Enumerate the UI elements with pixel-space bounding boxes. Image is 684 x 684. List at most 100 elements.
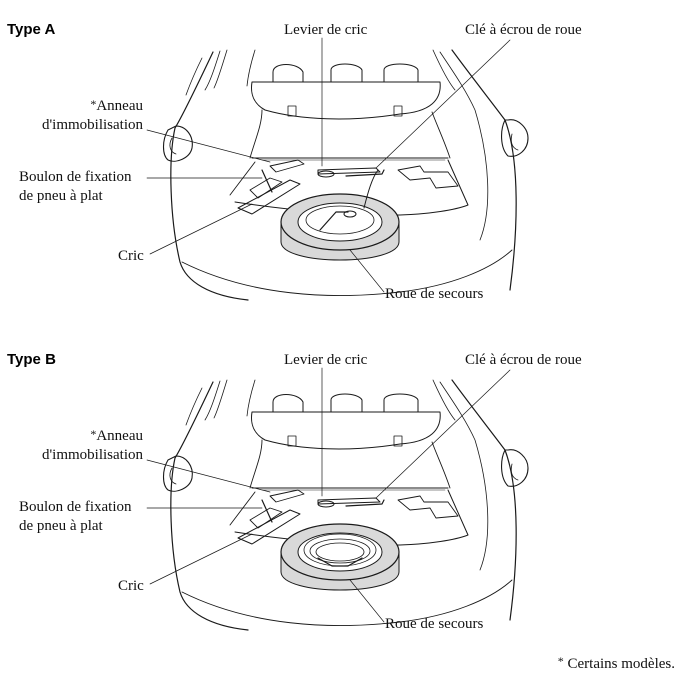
footnote-asterisk: * — [557, 654, 564, 668]
tail-light-right-inner — [510, 133, 519, 151]
label-anneau-line1: Anneau — [96, 98, 143, 114]
pillar-line-left — [185, 387, 203, 426]
spare-wheel-rim — [297, 202, 383, 242]
tail-light-left — [162, 455, 193, 492]
trunk-illustration-type-a — [146, 37, 529, 301]
footnote: * Certains modèles. — [557, 654, 675, 673]
figure-title: Type A — [7, 21, 56, 38]
label-boulon-line2: de pneu à plat — [19, 188, 103, 204]
cover-hook-right — [393, 105, 403, 117]
car-body-left-outline — [170, 51, 249, 301]
jack-arm — [249, 177, 283, 199]
car-body-right-outline — [451, 379, 517, 621]
label-boulon-line2: de pneu à plat — [19, 518, 103, 534]
jack-screw — [261, 499, 273, 523]
pillar-line-left-3 — [213, 379, 228, 419]
label-boulon-fixation: Boulon de fixation de pneu à plat — [19, 498, 132, 536]
jack-body — [237, 179, 301, 215]
floor-left-edge — [229, 161, 256, 196]
pillar-line-right-2 — [439, 381, 489, 571]
tail-light-right-inner — [510, 463, 519, 481]
car-body-right-outline — [451, 49, 517, 291]
tail-light-left-inner — [169, 137, 177, 155]
cover-hook-right — [393, 435, 403, 447]
tie-down-ring-plate — [269, 159, 305, 173]
leader-anneau — [146, 129, 271, 163]
floor-compartment-right — [397, 165, 459, 189]
leader-roue — [349, 249, 385, 293]
hold-down-bracket — [319, 211, 349, 231]
asterisk-marker: * — [90, 97, 97, 111]
label-cle-ecrou-roue: Clé à écrou de roue — [465, 352, 582, 368]
tail-light-left — [162, 125, 193, 162]
pillar-line-left-2 — [204, 50, 221, 91]
label-anneau-immobilisation: *Anneau d'immobilisation — [42, 97, 143, 135]
jack-screw — [261, 169, 273, 193]
headrest-left — [272, 394, 304, 413]
label-levier-cric: Levier de cric — [284, 22, 368, 38]
pillar-line-left-3 — [213, 49, 228, 89]
label-cric: Cric — [118, 578, 144, 594]
label-anneau-line1: Anneau — [96, 428, 143, 444]
lug-wrench — [345, 499, 385, 507]
label-cle-ecrou-roue: Clé à écrou de roue — [465, 22, 582, 38]
leader-cle — [375, 39, 511, 169]
trunk-wall-left — [249, 109, 263, 159]
label-roue-secours: Roue de secours — [385, 286, 484, 302]
floor-left-edge — [229, 491, 256, 526]
jack-arm — [249, 507, 283, 529]
asterisk-marker: * — [90, 427, 97, 441]
lug-wrench — [345, 169, 385, 177]
rim-ring-2 — [309, 538, 371, 564]
trunk-wall-left — [249, 439, 263, 489]
cargo-cover — [251, 411, 441, 450]
leader-roue — [349, 579, 385, 623]
leader-anneau — [146, 459, 271, 493]
tail-light-right — [501, 449, 529, 487]
figure-title: Type B — [7, 351, 56, 368]
headrest-left — [272, 64, 304, 83]
label-cric: Cric — [118, 248, 144, 264]
cargo-cover — [251, 81, 441, 120]
label-boulon-line1: Boulon de fixation — [19, 499, 132, 515]
lever-end-ring — [317, 500, 335, 508]
trunk-wall-right — [431, 111, 451, 159]
pillar-line-right — [432, 379, 456, 421]
figure-type-a: Type A *Anneau d'immobilisation Boulon d… — [0, 0, 684, 330]
cover-hook-left — [287, 105, 297, 117]
pillar-line-left-4 — [246, 49, 256, 87]
label-roue-secours: Roue de secours — [385, 616, 484, 632]
trunk-wall-right — [431, 441, 451, 489]
rim-inner-ring — [305, 205, 375, 235]
leader-cle — [375, 369, 511, 499]
floor-compartment-right — [397, 495, 459, 519]
headrest-right — [383, 63, 419, 83]
label-boulon-line1: Boulon de fixation — [19, 169, 132, 185]
rear-bumper — [181, 579, 513, 626]
pillar-line-left-2 — [204, 380, 221, 421]
trunk-illustration-type-b — [146, 367, 529, 631]
footnote-text: Certains modèles. — [567, 656, 675, 672]
hub-bolt — [343, 210, 357, 218]
label-anneau-immobilisation: *Anneau d'immobilisation — [42, 427, 143, 465]
rim-ring-3 — [315, 542, 365, 562]
hold-down-bracket — [317, 557, 363, 567]
label-anneau-line2: d'immobilisation — [41, 117, 143, 133]
leader-cric — [149, 203, 253, 255]
leader-cric — [149, 533, 253, 585]
tail-light-left-inner — [169, 467, 177, 485]
pillar-line-right — [432, 49, 456, 91]
cover-hook-left — [287, 435, 297, 447]
headrest-right — [383, 393, 419, 413]
pillar-line-left-4 — [246, 379, 256, 417]
pillar-line-right-2 — [439, 51, 489, 241]
label-boulon-fixation: Boulon de fixation de pneu à plat — [19, 168, 132, 206]
tie-down-ring-plate — [269, 489, 305, 503]
label-levier-cric: Levier de cric — [284, 352, 368, 368]
headrest-center — [330, 63, 363, 83]
pillar-line-left — [185, 57, 203, 96]
car-body-left-outline — [170, 381, 249, 631]
headrest-center — [330, 393, 363, 413]
figure-type-b: Type B *Anneau d'immobilisation Boulon d… — [0, 330, 684, 660]
jack-body — [237, 509, 301, 545]
